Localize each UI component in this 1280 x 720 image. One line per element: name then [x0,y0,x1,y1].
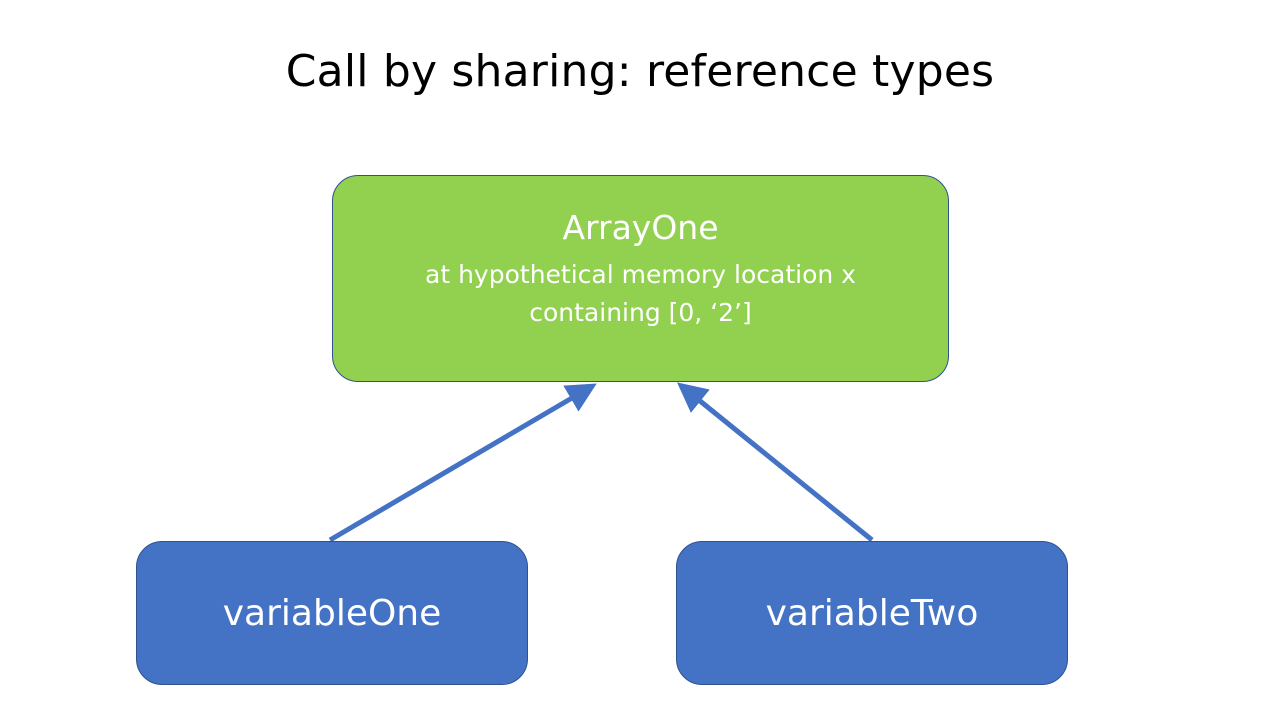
variable-two-label: variableTwo [765,592,979,634]
array-one-contents: containing [0, ‘2’] [529,297,752,327]
arrow-variabletwo-to-arrayone [677,382,874,542]
slide-title: Call by sharing: reference types [285,46,995,97]
array-one-location: at hypothetical memory location x [425,259,856,289]
array-one-name: ArrayOne [562,207,719,247]
array-one-box: ArrayOne at hypothetical memory location… [332,175,949,382]
variable-one-box: variableOne [136,541,528,685]
arrow-variableone-to-arrayone [328,383,597,543]
variable-two-box: variableTwo [676,541,1068,685]
variable-one-label: variableOne [222,592,442,634]
